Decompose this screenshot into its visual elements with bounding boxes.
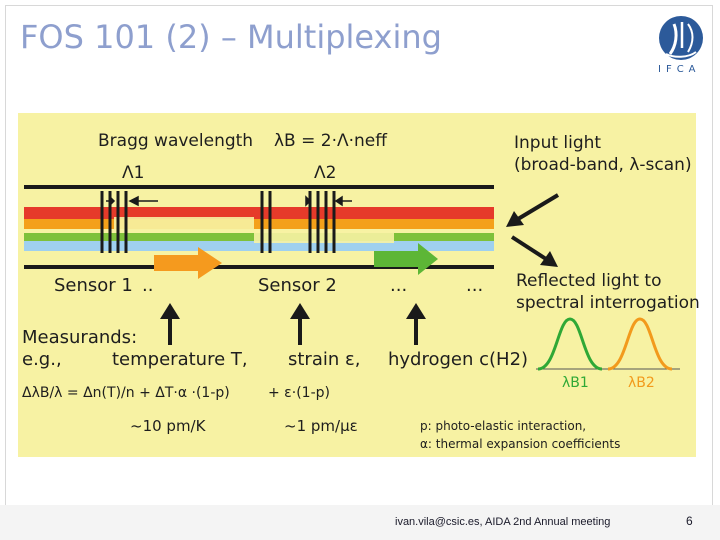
input-light-arrow <box>506 193 560 227</box>
sensor-2-label: Sensor 2 <box>258 275 337 296</box>
fiber-outline-top <box>24 185 494 189</box>
footer-bar <box>0 505 720 540</box>
photoelastic-note: p: photo-elastic interaction, <box>420 419 587 433</box>
ifca-logo-icon <box>659 16 703 60</box>
slide-title: FOS 101 (2) – Multiplexing <box>20 18 442 56</box>
grating-1 <box>100 191 128 253</box>
band-orange <box>24 219 494 229</box>
input-light-label: Input light <box>514 133 602 153</box>
band-blue <box>24 241 494 251</box>
sensor-1-label: Sensor 1 <box>54 275 133 296</box>
sensor-1-dots: .. <box>142 275 154 296</box>
thermal-expansion-note: α: thermal expansion coefficients <box>420 437 621 451</box>
fiber-outline-bottom <box>24 265 494 269</box>
measurand-arrow-strain <box>290 303 310 345</box>
bragg-formula: λB = 2·Λ·neff <box>274 131 387 151</box>
peak-1-label: λB1 <box>562 375 589 391</box>
logo-text: IFCA <box>658 64 701 75</box>
band-red <box>24 207 494 219</box>
reflected-light-sublabel: spectral interrogation <box>516 293 700 313</box>
lambda-1-label: Λ1 <box>122 163 145 183</box>
footer-text: ivan.vila@csic.es, AIDA 2nd Annual meeti… <box>395 516 611 528</box>
strain-sensitivity: ~1 pm/με <box>284 417 358 435</box>
measurands-label: Measurands: <box>22 327 138 348</box>
reflected-light-label: Reflected light to <box>516 271 662 291</box>
diagram-panel: Bragg wavelength λB = 2·Λ·neff Λ1 Λ2 Inp… <box>18 113 700 457</box>
ifca-logo: IFCA <box>652 14 710 80</box>
peak-green <box>537 317 603 371</box>
temperature-label: temperature T, <box>112 349 248 370</box>
lambda-2-label: Λ2 <box>314 163 337 183</box>
peak-orange <box>607 317 673 371</box>
gap-green <box>254 231 394 243</box>
pitch-arrows-2 <box>305 195 352 207</box>
temperature-sensitivity: ~10 pm/K <box>130 417 206 435</box>
bragg-label: Bragg wavelength <box>98 131 254 151</box>
pitch-arrows-1 <box>106 195 158 207</box>
measurand-arrow-temperature <box>160 303 180 345</box>
ellipsis-b: ... <box>466 275 484 296</box>
input-light-sublabel: (broad-band, λ-scan) <box>514 155 692 175</box>
reflected-light-arrow <box>510 235 558 267</box>
eg-label: e.g., <box>22 349 62 370</box>
diagram-graphics <box>24 185 680 371</box>
hydrogen-label: hydrogen c(H2) <box>388 349 529 370</box>
peak-2-label: λB2 <box>628 375 655 391</box>
strain-label: strain ε, <box>288 349 361 370</box>
equation-main: ΔλB/λ = Δn(T)/n + ΔT·α ·(1-p) <box>22 385 230 401</box>
green-arrow <box>374 243 438 275</box>
gap-orange <box>114 217 254 229</box>
measurand-arrow-hydrogen <box>406 303 426 345</box>
equation-strain-term: + ε·(1-p) <box>268 385 330 401</box>
ellipsis-a: ... <box>390 275 408 296</box>
page-number: 6 <box>686 514 693 528</box>
orange-arrow <box>154 247 222 279</box>
